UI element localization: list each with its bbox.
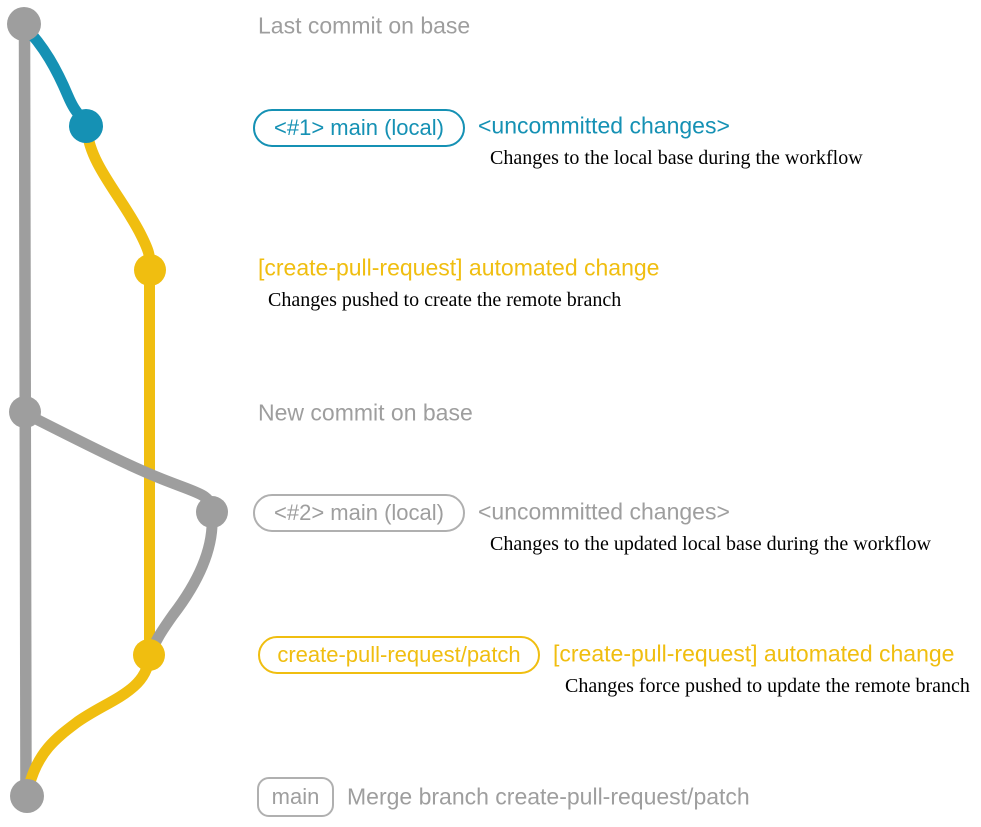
branch-label-main-text: main: [271, 784, 320, 809]
description-pushed-create: Changes pushed to create the remote bran…: [268, 289, 622, 311]
teal-branch-curve: [18, 20, 92, 130]
gray-rebase-curve-out: [20, 408, 218, 514]
commit-dot-automated-1: [134, 254, 166, 286]
status-uncommitted-changes-2: <uncommitted changes>: [478, 498, 730, 525]
annotation-last-commit: Last commit on base: [258, 12, 471, 39]
commit-dot-merge: [10, 779, 44, 813]
yellow-merge-curve: [23, 652, 155, 792]
branch-label-patch-text: create-pull-request/patch: [277, 642, 521, 667]
yellow-branch-curve-top: [81, 124, 156, 274]
branch-label-main: main: [257, 777, 334, 817]
commit-dot-automated-2: [133, 639, 165, 671]
branch-label-main-local-2: <#2> main (local): [253, 494, 465, 532]
commit-dot-last-base: [7, 7, 41, 41]
description-force-pushed: Changes force pushed to update the remot…: [565, 675, 970, 697]
gray-rebase-curve-in: [145, 510, 218, 658]
branch-label-main-local-1-text: <#1> main (local): [274, 115, 444, 140]
commit-dot-new-base: [9, 396, 41, 428]
commit-dot-main-local-2: [196, 496, 228, 528]
commit-title-automated-2: [create-pull-request] automated change: [553, 640, 955, 667]
commit-title-automated-1: [create-pull-request] automated change: [258, 254, 660, 281]
branch-label-main-local-1: <#1> main (local): [253, 109, 465, 147]
branch-label-patch: create-pull-request/patch: [258, 636, 540, 674]
description-local-base: Changes to the local base during the wor…: [490, 147, 863, 169]
status-uncommitted-changes-1: <uncommitted changes>: [478, 112, 730, 139]
commit-message-merge: Merge branch create-pull-request/patch: [347, 783, 750, 810]
commit-dot-main-local-1: [69, 109, 103, 143]
description-updated-base: Changes to the updated local base during…: [490, 533, 931, 555]
branch-label-main-local-2-text: <#2> main (local): [274, 500, 444, 525]
annotation-new-commit: New commit on base: [258, 399, 473, 426]
